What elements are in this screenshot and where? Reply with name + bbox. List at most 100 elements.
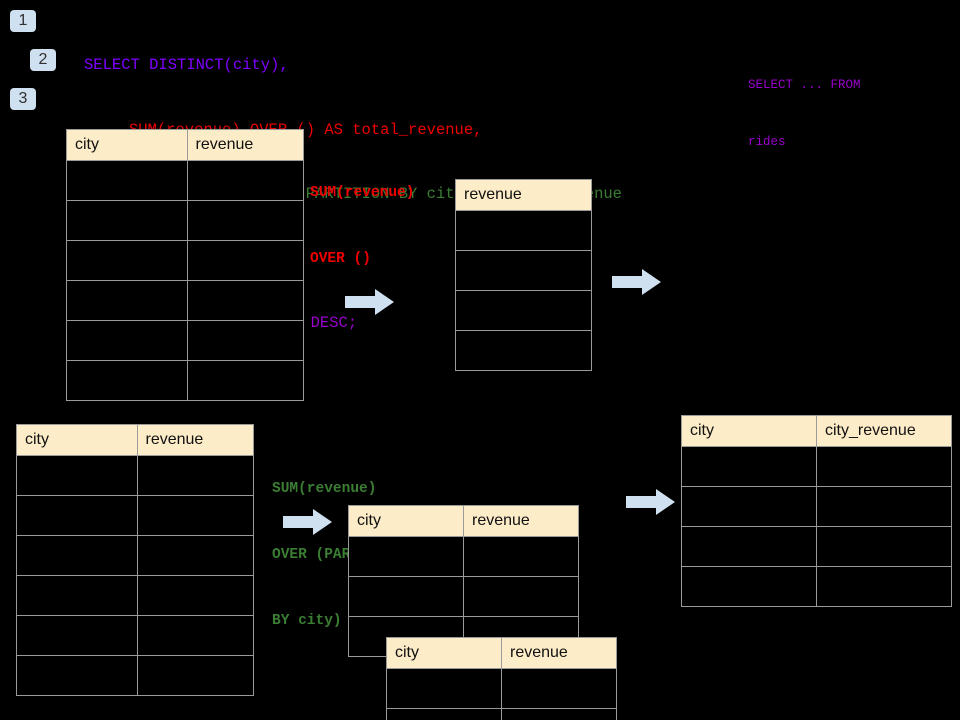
column-header-revenue: revenue xyxy=(501,637,617,669)
column-header-revenue: revenue xyxy=(455,179,592,211)
step-badge-2: 2 xyxy=(30,49,56,71)
table-header-row: city revenue xyxy=(16,424,254,456)
table-cell xyxy=(681,526,817,567)
table-row xyxy=(66,240,304,281)
table-cell xyxy=(386,668,502,709)
select-from-rides-note-line2: rides xyxy=(748,135,786,149)
table-cell xyxy=(681,566,817,607)
partition-group-table-2: city revenue xyxy=(386,637,617,720)
table-row xyxy=(455,210,592,251)
table-cell xyxy=(186,320,304,361)
table-header-row: revenue xyxy=(455,179,592,211)
table-row xyxy=(348,576,579,617)
table-cell xyxy=(16,575,138,616)
table-cell xyxy=(16,495,138,536)
table-cell xyxy=(16,535,138,576)
table-cell xyxy=(681,446,817,487)
table-cell xyxy=(463,576,579,617)
table-row xyxy=(66,320,304,361)
arrow-source-to-total-icon xyxy=(345,289,394,315)
sum-over-partition-label-line3: BY city) xyxy=(272,613,342,629)
sum-over-partition-label: SUM(revenue) OVER (PARTITION BY city) xyxy=(272,434,403,676)
table-row xyxy=(455,290,592,331)
table-cell xyxy=(816,526,952,567)
arrow-partition-to-result-icon xyxy=(626,489,675,515)
sum-over-empty-label-line1: SUM(revenue) xyxy=(310,185,415,201)
table-cell xyxy=(455,210,592,251)
table-row xyxy=(455,330,592,371)
table-cell xyxy=(186,200,304,241)
column-header-city: city xyxy=(16,424,138,456)
table-row xyxy=(16,495,254,536)
column-header-city: city xyxy=(348,505,464,537)
table-cell xyxy=(66,240,188,281)
table-row xyxy=(16,615,254,656)
table-row xyxy=(66,160,304,201)
column-header-revenue: revenue xyxy=(186,129,304,161)
table-row xyxy=(386,708,617,720)
column-header-revenue: revenue xyxy=(463,505,579,537)
table-cell xyxy=(455,250,592,291)
table-header-row: city city_revenue xyxy=(681,415,952,447)
table-row xyxy=(455,250,592,291)
partition-group-table-1: city revenue xyxy=(348,505,579,657)
table-cell xyxy=(186,280,304,321)
step-badge-3: 3 xyxy=(10,88,36,110)
table-cell xyxy=(501,708,617,720)
select-from-rides-note-line1: SELECT ... FROM xyxy=(748,78,861,92)
table-cell xyxy=(136,615,254,656)
table-row xyxy=(66,200,304,241)
table-row xyxy=(681,446,952,487)
step-badge-1: 1 xyxy=(10,10,36,32)
table-cell xyxy=(66,200,188,241)
table-cell xyxy=(463,536,579,577)
table-cell xyxy=(136,575,254,616)
arrow-total-to-result-icon xyxy=(612,269,661,295)
table-cell xyxy=(66,320,188,361)
rides-source-table: city revenue xyxy=(66,129,304,401)
table-header-row: city revenue xyxy=(66,129,304,161)
table-row xyxy=(681,566,952,607)
table-cell xyxy=(386,708,502,720)
table-cell xyxy=(348,576,464,617)
table-row xyxy=(16,455,254,496)
column-header-city: city xyxy=(66,129,188,161)
sum-over-partition-label-line1: SUM(revenue) xyxy=(272,481,377,497)
column-header-city-revenue: city_revenue xyxy=(816,415,952,447)
select-from-rides-note: SELECT ... FROM rides xyxy=(748,38,861,190)
column-header-city: city xyxy=(681,415,817,447)
table-cell xyxy=(136,655,254,696)
rides-source-table-2: city revenue xyxy=(16,424,254,696)
table-cell xyxy=(66,160,188,201)
sum-over-empty-label-line2: OVER () xyxy=(310,251,371,267)
table-header-row: city revenue xyxy=(348,505,579,537)
table-cell xyxy=(455,330,592,371)
sum-over-empty-label: SUM(revenue) OVER () xyxy=(310,138,414,314)
table-cell xyxy=(186,240,304,281)
table-row xyxy=(681,526,952,567)
table-row xyxy=(348,536,579,577)
table-cell xyxy=(816,486,952,527)
total-revenue-table: revenue xyxy=(455,179,592,371)
table-cell xyxy=(501,668,617,709)
table-cell xyxy=(455,290,592,331)
table-cell xyxy=(816,446,952,487)
table-cell xyxy=(136,535,254,576)
table-cell xyxy=(136,495,254,536)
table-row xyxy=(66,280,304,321)
table-cell xyxy=(66,280,188,321)
sql-line-select: SELECT DISTINCT(city), xyxy=(84,56,289,74)
table-cell xyxy=(16,655,138,696)
table-row xyxy=(386,668,617,709)
table-cell xyxy=(816,566,952,607)
table-cell xyxy=(681,486,817,527)
table-cell xyxy=(66,360,188,401)
city-revenue-result-table: city city_revenue xyxy=(681,415,952,607)
table-cell xyxy=(186,360,304,401)
table-cell xyxy=(16,455,138,496)
table-row xyxy=(681,486,952,527)
table-row xyxy=(16,655,254,696)
arrow-source-to-partition-icon xyxy=(283,509,332,535)
table-row xyxy=(16,575,254,616)
